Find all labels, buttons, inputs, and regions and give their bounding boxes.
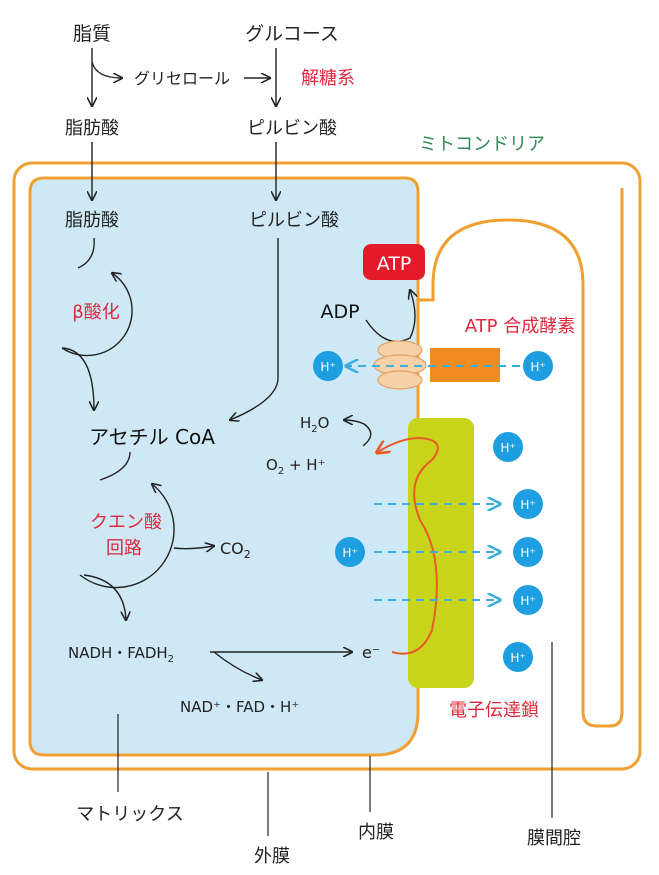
- svg-text:H⁺: H⁺: [530, 360, 545, 374]
- label-outer-membrane: 外膜: [254, 846, 290, 867]
- label-electron: e⁻: [362, 643, 380, 662]
- hplus-ims-synthase: H⁺: [523, 351, 553, 381]
- svg-text:H⁺: H⁺: [520, 594, 535, 608]
- arrow-beta-to-acetyl: [61, 347, 94, 410]
- label-glycerol: グリセロール: [134, 69, 230, 88]
- label-glycolysis: 解糖系: [301, 68, 355, 89]
- electron-flow-path: [378, 436, 439, 655]
- atp-badge: [363, 244, 425, 280]
- electron-transport-chain: [408, 418, 474, 688]
- arrow-fatty-to-beta: [77, 237, 95, 269]
- label-fatty-acid-top: 脂肪酸: [65, 118, 119, 139]
- label-h2o: H2O: [300, 414, 329, 435]
- hplus-matrix-etc: H⁺: [335, 537, 365, 567]
- arrow-nadh-to-nad: [213, 651, 262, 680]
- label-o2-hplus: O2 + H⁺: [266, 456, 326, 477]
- label-mitochondria: ミトコンドリア: [419, 134, 545, 155]
- label-fatty-acid-matrix: 脂肪酸: [65, 210, 119, 231]
- label-adp: ADP: [320, 301, 359, 323]
- hplus-ims-1: H⁺: [493, 432, 523, 462]
- crista-fold: [431, 188, 624, 728]
- svg-text:H⁺: H⁺: [320, 360, 335, 374]
- label-citric-line1: クエン酸: [90, 512, 162, 533]
- label-pyruvate-matrix: ピルビン酸: [249, 210, 339, 231]
- label-atp-synthase: ATP 合成酵素: [465, 316, 576, 337]
- hplus-ims-2: H⁺: [513, 489, 543, 519]
- arrow-o2-to-h2o: [344, 420, 372, 447]
- label-lipid: 脂質: [73, 23, 111, 45]
- hplus-ims-3: H⁺: [513, 537, 543, 567]
- label-citric-line2: 回路: [106, 538, 142, 559]
- hplus-ims-5: H⁺: [503, 642, 533, 672]
- label-co2: CO2: [220, 539, 251, 561]
- label-pyruvate-top: ピルビン酸: [247, 118, 337, 139]
- label-intermembrane: 膜間腔: [527, 828, 581, 849]
- arrow-pyruvate-to-acetyl: [230, 238, 279, 420]
- arrow-lipid-to-glycerol: [91, 61, 122, 78]
- svg-text:H⁺: H⁺: [520, 498, 535, 512]
- citric-acid-cycle: [79, 484, 175, 589]
- label-glucose: グルコース: [245, 23, 339, 45]
- svg-text:H⁺: H⁺: [342, 546, 357, 560]
- label-inner-membrane: 内膜: [358, 822, 394, 843]
- inner-membrane-matrix: [28, 176, 420, 757]
- crista-left-wall: [418, 285, 435, 302]
- arrow-adp-to-atp: [365, 290, 415, 343]
- label-matrix: マトリックス: [76, 804, 183, 825]
- beta-oxidation-cycle: [61, 273, 133, 357]
- label-etc: 電子伝達鎖: [449, 700, 539, 721]
- hplus-ims-4: H⁺: [513, 585, 543, 615]
- arrow-acetyl-to-citric: [99, 451, 131, 481]
- atp-label: ATP: [377, 253, 412, 275]
- label-nad-fad: NAD⁺・FAD・H⁺: [180, 698, 299, 716]
- label-acetyl-coa: アセチル CoA: [89, 425, 215, 449]
- svg-text:H⁺: H⁺: [510, 651, 525, 665]
- hplus-matrix-synthase: H⁺: [313, 351, 343, 381]
- svg-text:H⁺: H⁺: [520, 546, 535, 560]
- label-nadh-fadh: NADH・FADH2: [68, 644, 174, 665]
- arrow-citric-to-nadh: [83, 574, 126, 620]
- arrow-citric-to-co2: [173, 546, 214, 549]
- label-beta-oxidation: β酸化: [72, 302, 120, 323]
- svg-text:H⁺: H⁺: [500, 441, 515, 455]
